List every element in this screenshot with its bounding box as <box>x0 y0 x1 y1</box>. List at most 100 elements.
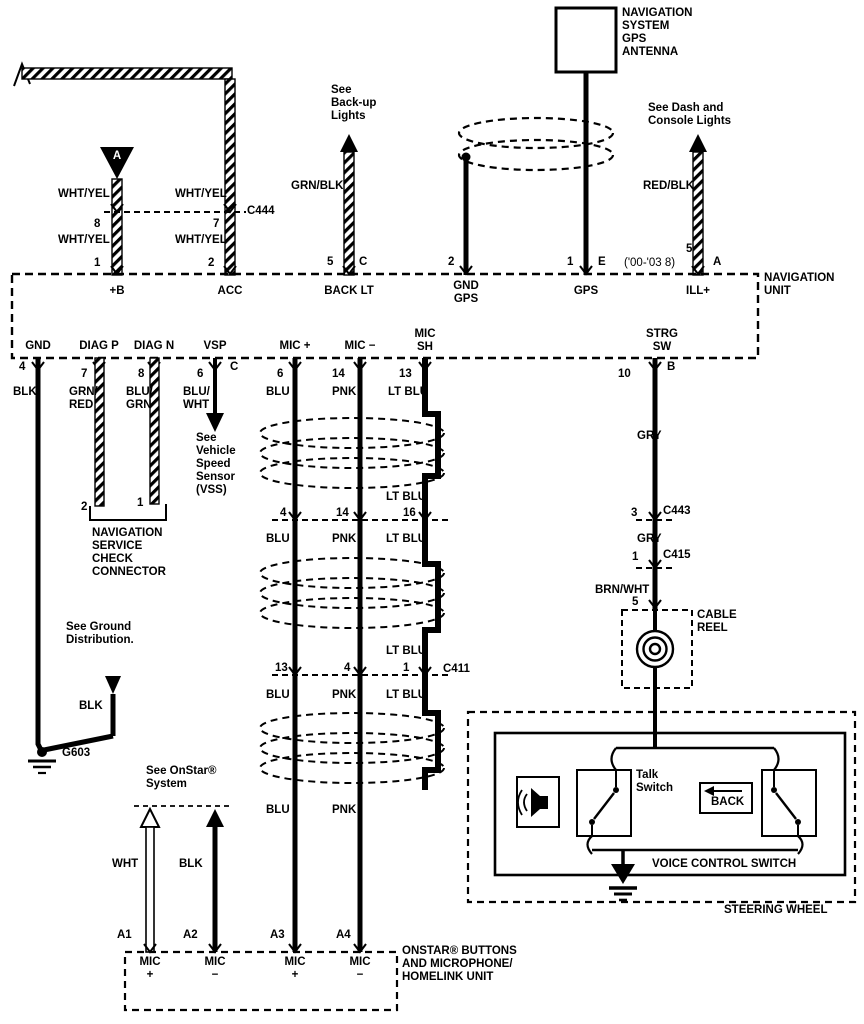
pin-5-reel: 5 <box>632 596 639 608</box>
voice-control-switch-box <box>493 731 847 877</box>
letter-a-top: A <box>713 256 722 268</box>
letter-e: E <box>598 256 606 268</box>
pin-16-mid: 16 <box>403 507 416 519</box>
pin-5-ill: 5 <box>686 243 693 255</box>
steering-wheel-label: STEERING WHEEL <box>724 904 828 916</box>
brn-wht-label: BRN/WHT <box>595 584 650 596</box>
cable-reel-label: CABLE REEL <box>697 609 737 634</box>
letter-b: B <box>667 361 676 373</box>
pin-1-c411: 1 <box>403 662 410 674</box>
pnk-label-3: PNK <box>332 689 357 701</box>
talk-switch-symbol <box>576 769 632 837</box>
ltblu-label-3: LT BLU <box>386 533 427 545</box>
blk-label-2: BLK <box>79 700 103 712</box>
ltblu-label-4: LT BLU <box>386 645 427 657</box>
grn-blk-label: GRN/BLK <box>291 180 344 192</box>
connector-c443-label: C443 <box>663 505 691 517</box>
g603-label: G603 <box>62 747 91 759</box>
pin-1-svc: 1 <box>137 497 144 509</box>
red-blk-label: RED/BLK <box>643 180 695 192</box>
see-vss-note: See Vehicle Speed Sensor (VSS) <box>196 432 236 496</box>
ground-g603 <box>28 676 121 775</box>
pin-8-diagn: 8 <box>138 368 145 380</box>
talk-switch-label: Talk Switch <box>636 769 674 794</box>
blu-label-3: BLU <box>266 689 290 701</box>
ltblu-label-1: LT BLU <box>388 386 429 398</box>
nav-pin-ill: ILL+ <box>686 285 710 297</box>
grn-red-label: GRN/ RED <box>69 386 98 411</box>
blk-label-3: BLK <box>179 858 203 870</box>
blk-label-1: BLK <box>13 386 37 398</box>
gry-label-2: GRY <box>637 533 662 545</box>
back-switch-symbol <box>761 769 817 837</box>
blu-wht-label: BLU/ WHT <box>183 386 210 411</box>
backup-lights-wire <box>340 134 358 276</box>
blu-label-1: BLU <box>266 386 290 398</box>
nav-pin-gnd: GND <box>25 340 51 352</box>
see-ground-note: See Ground Distribution. <box>66 621 134 646</box>
pin-13-c411: 13 <box>275 662 288 674</box>
see-onstar-note: See OnStar® System <box>146 765 217 790</box>
dash-year-note: ('00-'03 8) <box>624 257 676 269</box>
wht-yel-label-2: WHT/YEL <box>175 188 227 200</box>
ltblu-label-5: LT BLU <box>386 689 427 701</box>
onstar-mic1: MIC + <box>139 956 161 981</box>
pin-3-c443: 3 <box>631 507 638 519</box>
blu-label-4: BLU <box>266 804 290 816</box>
gps-antenna-title: NAVIGATION SYSTEM GPS ANTENNA <box>622 7 693 58</box>
diag-wires <box>89 357 167 521</box>
gps-antenna-cable <box>457 72 615 275</box>
connector-c415 <box>636 559 676 570</box>
nav-pin-mic-minus: MIC − <box>344 340 376 352</box>
pin-a2: A2 <box>183 929 198 941</box>
connector-c411-label: C411 <box>443 663 470 675</box>
pin-2-acc: 2 <box>208 257 215 269</box>
voice-control-label: VOICE CONTROL SWITCH <box>652 858 797 870</box>
pin-4-mid: 4 <box>280 507 287 519</box>
back-label: BACK <box>711 796 745 808</box>
pnk-label-4: PNK <box>332 804 357 816</box>
nav-unit-name: NAVIGATION UNIT <box>764 272 835 297</box>
see-backup-note: See Back-up Lights <box>331 84 377 122</box>
connector-c443 <box>636 511 676 522</box>
connector-c444-label: C444 <box>247 205 275 217</box>
mic-shield-wire-ltblu <box>422 358 441 790</box>
pin-a1: A1 <box>117 929 132 941</box>
nav-pin-back-lt: BACK LT <box>324 285 374 297</box>
nav-pin-mic-sh: MIC SH <box>414 328 436 353</box>
connector-c444 <box>104 203 246 214</box>
pin-1-gps: 1 <box>567 256 574 268</box>
pin-7-diagp: 7 <box>81 368 88 380</box>
onstar-unit-label: ONSTAR® BUTTONS AND MICROPHONE/ HOMELINK… <box>402 945 517 983</box>
onstar-mic3: MIC + <box>284 956 306 981</box>
speaker-icon <box>516 776 560 828</box>
pin-10-strg: 10 <box>618 368 631 380</box>
nav-unit-bottom-pin-arrows <box>31 361 662 372</box>
pin-8-c444: 8 <box>94 218 101 230</box>
wht-yel-label-4: WHT/YEL <box>175 234 227 246</box>
see-dash-note: See Dash and Console Lights <box>648 102 732 127</box>
pnk-label-1: PNK <box>332 386 357 398</box>
pin-6-vsp: 6 <box>197 368 204 380</box>
connector-c415-label: C415 <box>663 549 691 561</box>
letter-c-bottom: C <box>230 361 239 373</box>
gps-antenna-box <box>554 6 618 74</box>
pin-a3: A3 <box>270 929 285 941</box>
pin-1-c415: 1 <box>632 551 639 563</box>
connector-c411 <box>272 666 448 677</box>
vsp-wire <box>206 358 224 432</box>
nav-pin-strg-sw: STRG SW <box>646 328 678 353</box>
nav-unit-top-pin-arrows <box>110 265 705 276</box>
pin-a4: A4 <box>336 929 351 941</box>
onstar-ref-wires <box>134 805 230 953</box>
pin-6-micp: 6 <box>277 368 284 380</box>
pin-14-micm: 14 <box>332 368 345 380</box>
pin-1-plusb: 1 <box>94 257 101 269</box>
onstar-unit-box <box>123 943 399 1012</box>
nav-pin-diag-n: DIAG N <box>133 340 175 352</box>
gry-label-1: GRY <box>637 430 662 442</box>
nav-pin-gnd-gps: GND GPS <box>453 280 479 305</box>
pin-5-backlt: 5 <box>327 256 334 268</box>
